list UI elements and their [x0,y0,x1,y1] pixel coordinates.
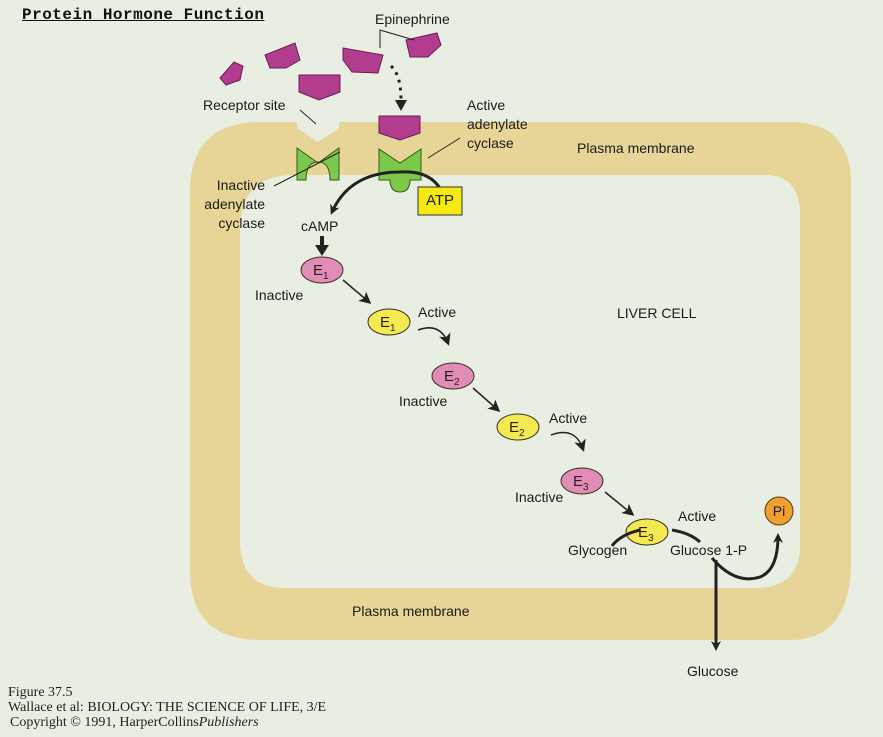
active-ac-leader [427,137,461,159]
inactive-ac-label-3: cyclase [218,215,265,231]
atp-to-camp-arrow [330,170,443,215]
cascade-arrows [342,279,635,516]
active-ac-label-2: adenylate [467,116,528,132]
enzyme-e3-inactive: E3 [560,467,604,495]
plasma-membrane-top-label: Plasma membrane [577,140,695,156]
figure-number: Figure 37.5 [8,685,73,700]
figure-source: Wallace et al: BIOLOGY: THE SCIENCE OF L… [8,700,327,715]
active-ac-label-1: Active [467,97,506,113]
glucose-1p-label: Glucose 1-P [670,542,748,558]
enzyme-e3-active: E3 [625,518,669,546]
hormone-molecule [405,32,442,58]
e2-active-state: Active [549,410,588,426]
receptor-site-notch [297,122,339,142]
hormone-molecule [219,61,244,86]
enzyme-ellipse [367,308,411,336]
active-ac-label-3: cyclase [467,135,514,151]
liver-cell-label: LIVER CELL [617,305,697,321]
enzyme-ellipse [625,518,669,546]
inactive-adenylate-cyclase [296,147,340,181]
pi-label: Pi [772,503,786,519]
epinephrine-molecules [219,32,442,141]
figure-copyright: Copyright © 1991, HarperCollinsPublisher… [10,715,259,730]
enzyme-e2-active: E2 [496,413,540,441]
receptor-site-leader [299,109,317,125]
receptor-site-label: Receptor site [203,97,286,113]
e2-inactive-state: Inactive [399,393,448,409]
inactive-ac-label-1: Inactive [216,177,265,193]
epinephrine-leader [379,29,415,48]
enzyme-ellipse [431,362,475,390]
plasma-membrane [190,122,851,640]
page-title: Protein Hormone Function [22,6,265,24]
enzyme-e1-inactive: E1 [300,256,344,284]
e1-active-state: Active [418,304,457,320]
glucose-label: Glucose [687,663,739,679]
hormone-molecule [264,42,301,69]
atp-label: ATP [425,192,455,209]
epinephrine-label: Epinephrine [375,11,450,27]
hormone-molecule [342,47,384,74]
camp-label: cAMP [301,218,339,234]
enzyme-ellipse [496,413,540,441]
binding-arrow [389,64,403,101]
e1-inactive-state: Inactive [255,287,304,303]
atp-box [417,186,463,216]
glycogen-label: Glycogen [568,542,628,558]
enzyme-e2-inactive: E2 [431,362,475,390]
enzyme-e1-active: E1 [367,308,411,336]
e3-inactive-state: Inactive [515,489,564,505]
inactive-ac-leader [273,151,341,187]
glucose-1p-arc [671,528,702,544]
pi-circle [764,496,794,526]
enzyme-ellipse [560,467,604,495]
e3-active-state: Active [678,508,717,524]
pi-arrow [710,533,783,581]
plasma-membrane-bottom-label: Plasma membrane [352,603,470,619]
enzyme-ellipse [300,256,344,284]
hormone-bound [378,115,421,141]
hormone-molecule [298,74,341,101]
inactive-ac-label-2: adenylate [204,196,265,212]
glycogen-arc [610,528,641,547]
